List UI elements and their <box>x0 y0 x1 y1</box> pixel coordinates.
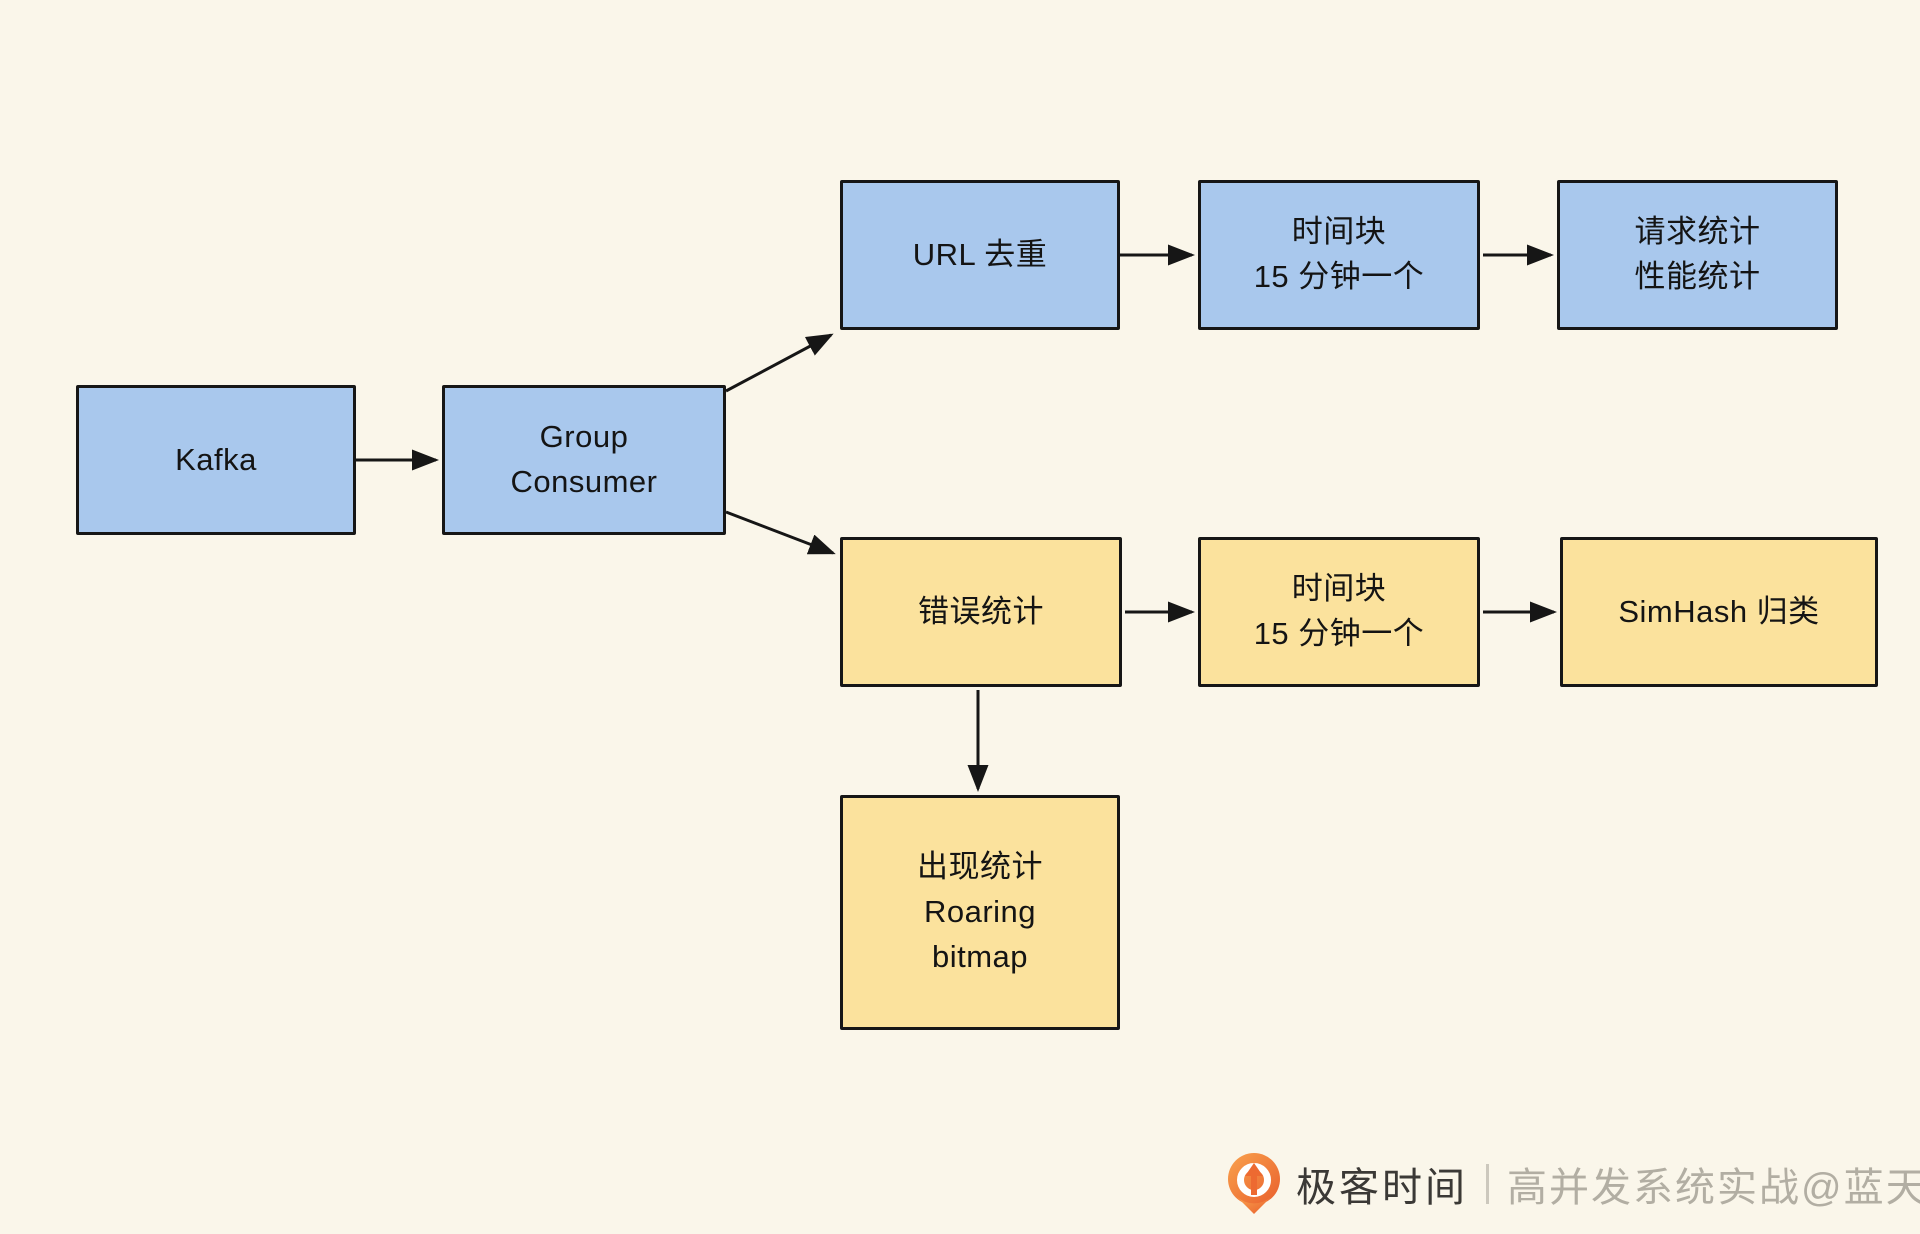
edge-group-consumer-to-url-dedup <box>725 333 834 393</box>
node-simhash: SimHash 归类 <box>1560 537 1878 687</box>
node-time-block-bottom: 时间块 15 分钟一个 <box>1198 537 1480 687</box>
node-url-dedup-label: URL 去重 <box>912 236 1048 272</box>
node-url-dedup: URL 去重 <box>840 180 1120 330</box>
node-kafka: Kafka <box>76 385 356 535</box>
node-kafka-label: Kafka <box>175 441 257 477</box>
node-request-stats-label: 请求统计 性能统计 <box>1634 214 1761 294</box>
node-error-stats-label: 错误统计 <box>918 593 1044 629</box>
geektime-logo-icon <box>1228 1153 1280 1214</box>
node-group-consumer: Group Consumer <box>442 385 726 535</box>
footer-divider <box>1486 1164 1489 1204</box>
footer-watermark: 极客时间 高并发系统实战@蓝天 <box>1224 1150 1920 1218</box>
credit-text: 高并发系统实战@蓝天 <box>1507 1166 1920 1210</box>
node-occurrence-stats: 出现统计 Roaring bitmap <box>840 795 1120 1030</box>
node-group-consumer-label: Group Consumer <box>510 419 658 499</box>
node-simhash-label: SimHash 归类 <box>1618 593 1820 629</box>
brand-name: 极客时间 <box>1296 1166 1468 1210</box>
edge-group-consumer-to-error-stats <box>725 510 836 555</box>
node-occurrence-stats-label: 出现统计 Roaring bitmap <box>917 849 1043 974</box>
node-time-block-bottom-label: 时间块 15 分钟一个 <box>1253 571 1425 651</box>
node-time-block-top-label: 时间块 15 分钟一个 <box>1253 214 1425 294</box>
node-error-stats: 错误统计 <box>840 537 1122 687</box>
node-request-stats: 请求统计 性能统计 <box>1557 180 1838 330</box>
node-time-block-top: 时间块 15 分钟一个 <box>1198 180 1480 330</box>
